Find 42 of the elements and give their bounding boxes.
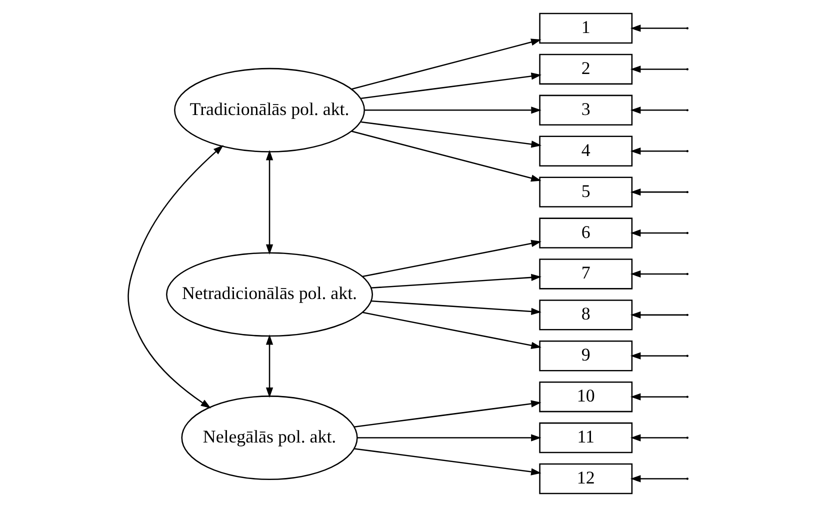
node-box: 12 [538,463,632,494]
arrow [360,72,542,100]
arrow [630,434,686,442]
node-box: 5 [538,176,632,208]
arrow [265,150,273,255]
arrow [370,300,541,316]
node-box: 10 [538,381,632,412]
arrow [265,334,273,398]
node-box: 6 [538,218,632,248]
arrow [630,188,686,196]
arrow [362,240,541,278]
node-box: 11 [538,422,632,454]
arrow [362,312,541,349]
arrow [630,393,686,400]
node-box: 7 [538,258,632,290]
node-box: 9 [538,340,632,372]
node-ellipse: Netradicionālās pol. akt. [166,252,373,337]
node-box: 4 [538,136,632,166]
node-box: 2 [538,54,632,85]
node-ellipse: Tradicionālās pol. akt. [174,68,365,152]
arrow [630,270,686,278]
node-box: 1 [538,12,632,44]
arrow [356,434,541,442]
arrow [630,352,686,360]
arrow [630,311,686,319]
arrow [630,229,686,237]
arrow [630,106,686,114]
node-box: 3 [538,94,632,126]
node-box: 8 [538,300,632,330]
arrow [370,274,541,289]
arrow [630,475,686,482]
arrow [350,38,541,90]
arrow [630,66,686,73]
arrow [360,121,542,148]
arrow [354,400,541,428]
arrow [630,148,686,155]
arrow [127,144,224,408]
arrow [630,24,686,32]
node-ellipse: Nelegālās pol. akt. [180,396,358,480]
arrow [364,106,541,114]
arrow [354,448,541,476]
arrow [350,130,541,182]
